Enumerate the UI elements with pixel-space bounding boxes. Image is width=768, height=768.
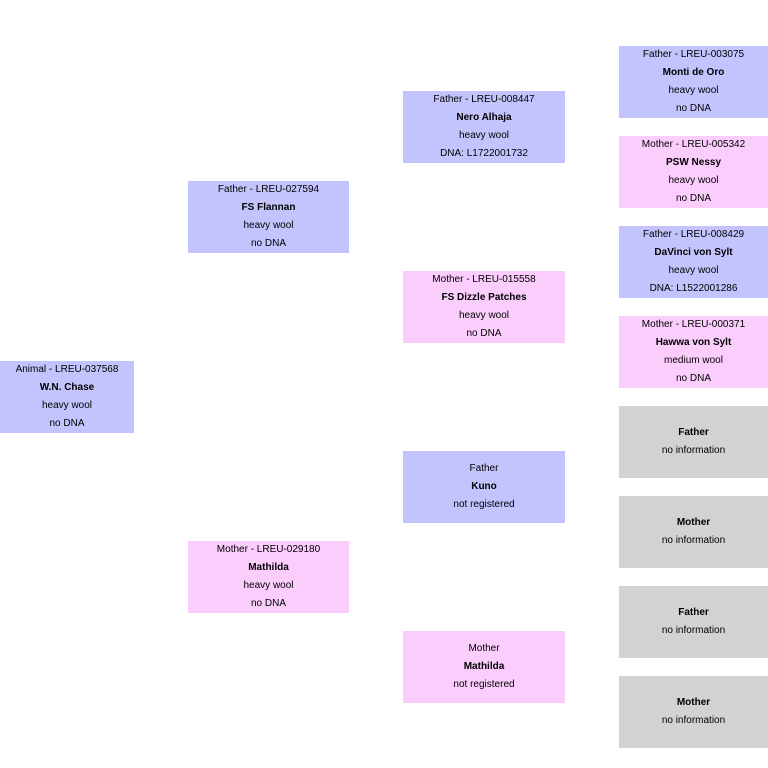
paternal-grandfather-card[interactable]: Father - LREU-008447 Nero Alhaja heavy w… [403, 91, 565, 163]
great-grandmother-mm-role: Mother [676, 697, 711, 708]
maternal-grandfather-status: not registered [453, 499, 515, 510]
great-grandmother-mf-card: Mother no information [619, 496, 768, 568]
mother-role-id: Mother - LREU-029180 [216, 544, 321, 555]
mother-name: Mathilda [248, 562, 289, 573]
great-grandfather-mm-role: Father [678, 607, 709, 618]
paternal-grandmother-card[interactable]: Mother - LREU-015558 FS Dizzle Patches h… [403, 271, 565, 343]
great-grandmother-ff-dna: no DNA [675, 193, 711, 204]
great-grandfather-ff-name: Monti de Oro [662, 67, 725, 78]
animal-dna: no DNA [49, 418, 85, 429]
great-grandmother-mf-role: Mother [676, 517, 711, 528]
great-grandfather-fm-card[interactable]: Father - LREU-008429 DaVinci von Sylt he… [619, 226, 768, 298]
great-grandfather-fm-name: DaVinci von Sylt [654, 247, 733, 258]
great-grandfather-mm-info: no information [661, 625, 726, 636]
great-grandmother-ff-card[interactable]: Mother - LREU-005342 PSW Nessy heavy woo… [619, 136, 768, 208]
paternal-grandfather-name: Nero Alhaja [456, 112, 512, 123]
great-grandfather-fm-dna: DNA: L1522001286 [649, 283, 738, 294]
maternal-grandfather-name: Kuno [471, 481, 497, 492]
animal-wool: heavy wool [41, 400, 93, 411]
paternal-grandmother-role-id: Mother - LREU-015558 [432, 274, 536, 285]
mother-card[interactable]: Mother - LREU-029180 Mathilda heavy wool… [188, 541, 349, 613]
maternal-grandmother-card[interactable]: Mother Mathilda not registered [403, 631, 565, 703]
father-wool: heavy wool [243, 220, 294, 231]
paternal-grandmother-wool: heavy wool [458, 310, 510, 321]
great-grandfather-mm-card: Father no information [619, 586, 768, 658]
maternal-grandfather-card[interactable]: Father Kuno not registered [403, 451, 565, 523]
great-grandfather-fm-wool: heavy wool [668, 265, 719, 276]
great-grandmother-ff-wool: heavy wool [668, 175, 719, 186]
great-grandfather-ff-wool: heavy wool [668, 85, 719, 96]
great-grandmother-fm-name: Hawwa von Sylt [655, 337, 732, 348]
maternal-grandmother-status: not registered [453, 679, 515, 690]
paternal-grandmother-name: FS Dizzle Patches [441, 292, 527, 303]
great-grandmother-fm-dna: no DNA [675, 373, 711, 384]
paternal-grandfather-wool: heavy wool [458, 130, 510, 141]
father-role-id: Father - LREU-027594 [217, 184, 320, 195]
great-grandmother-mm-info: no information [661, 715, 726, 726]
great-grandmother-mm-card: Mother no information [619, 676, 768, 748]
great-grandmother-mf-info: no information [661, 535, 726, 546]
maternal-grandmother-name: Mathilda [463, 661, 505, 672]
great-grandfather-mf-role: Father [678, 427, 709, 438]
animal-card[interactable]: Animal - LREU-037568 W.N. Chase heavy wo… [0, 361, 134, 433]
father-card[interactable]: Father - LREU-027594 FS Flannan heavy wo… [188, 181, 349, 253]
animal-name: W.N. Chase [39, 382, 95, 393]
great-grandfather-mf-info: no information [661, 445, 726, 456]
great-grandfather-mf-card: Father no information [619, 406, 768, 478]
paternal-grandfather-role-id: Father - LREU-008447 [433, 94, 535, 105]
mother-dna: no DNA [250, 598, 286, 609]
great-grandmother-fm-card[interactable]: Mother - LREU-000371 Hawwa von Sylt medi… [619, 316, 768, 388]
paternal-grandmother-dna: no DNA [466, 328, 502, 339]
father-name: FS Flannan [241, 202, 296, 213]
great-grandmother-ff-role-id: Mother - LREU-005342 [641, 139, 746, 150]
great-grandfather-ff-role-id: Father - LREU-003075 [642, 49, 745, 60]
great-grandmother-fm-wool: medium wool [664, 355, 723, 366]
maternal-grandmother-role: Mother [468, 643, 500, 654]
animal-role-id: Animal - LREU-037568 [15, 364, 119, 375]
great-grandfather-ff-card[interactable]: Father - LREU-003075 Monti de Oro heavy … [619, 46, 768, 118]
mother-wool: heavy wool [243, 580, 294, 591]
great-grandmother-fm-role-id: Mother - LREU-000371 [641, 319, 746, 330]
paternal-grandfather-dna: DNA: L1722001732 [440, 148, 528, 159]
great-grandmother-ff-name: PSW Nessy [665, 157, 722, 168]
great-grandfather-fm-role-id: Father - LREU-008429 [642, 229, 745, 240]
father-dna: no DNA [250, 238, 286, 249]
great-grandfather-ff-dna: no DNA [675, 103, 711, 114]
maternal-grandfather-role: Father [469, 463, 499, 474]
